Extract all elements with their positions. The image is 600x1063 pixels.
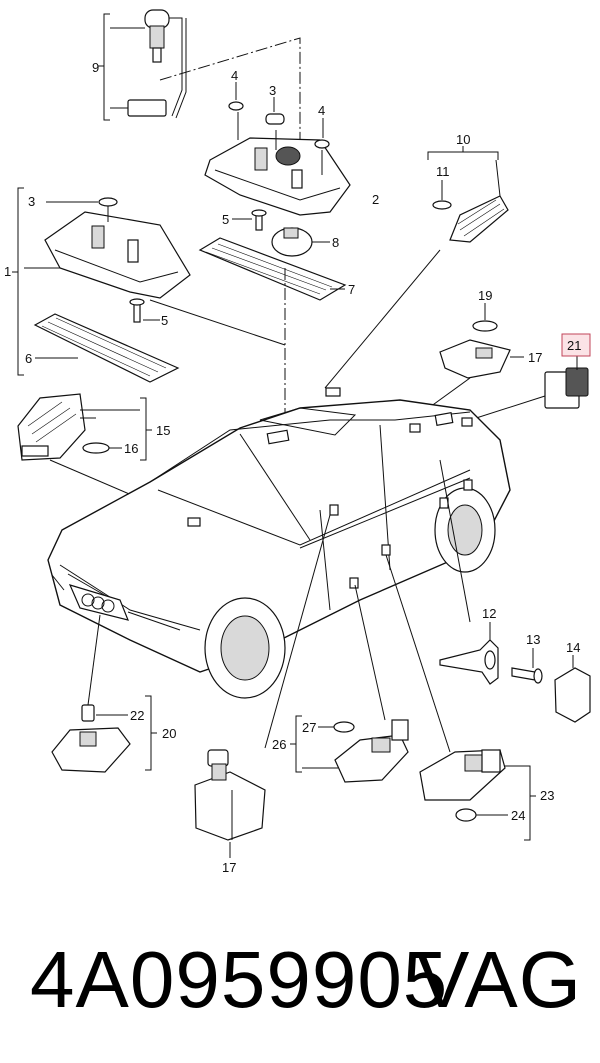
sensor-21 <box>544 367 589 409</box>
reading-light-15 <box>17 393 86 461</box>
switch-17 <box>194 749 266 841</box>
footer: 4A0959905 VAG <box>0 930 600 1050</box>
callout-15: 15 <box>156 423 170 438</box>
callout-9: 9 <box>92 60 99 75</box>
callout-16: 16 <box>124 441 138 456</box>
courtesy-lamp-10 <box>449 195 509 243</box>
callout-4a: 4 <box>231 68 238 83</box>
callout-19: 17 <box>528 350 542 365</box>
glovebox-light-22 <box>51 704 131 773</box>
callout-8: 8 <box>332 235 339 250</box>
cap-14 <box>554 667 591 723</box>
callout-17: 17 <box>222 860 236 875</box>
boot-light-26 <box>334 719 409 783</box>
callout-11: 11 <box>436 164 450 179</box>
parts-diagram: 9 4 3 4 2 3 5 8 1 7 5 6 10 11 19 17 15 1… <box>4 9 591 875</box>
screw-5-upper <box>251 209 267 231</box>
callout-2: 2 <box>372 192 379 207</box>
door-warning-light-24 <box>419 749 506 801</box>
screw-13 <box>511 667 543 684</box>
callout-13: 13 <box>526 632 540 647</box>
bracket-1 <box>12 187 24 376</box>
interior-light-housing-2 <box>204 101 351 216</box>
door-switch-12 <box>439 639 499 685</box>
callout-12: 12 <box>482 606 496 621</box>
callout-21: 21 <box>567 338 581 353</box>
callout-14: 14 <box>566 640 580 655</box>
switch-assembly-9 <box>98 9 301 150</box>
brand-label: VAG <box>415 935 582 1024</box>
callout-27: 27 <box>302 720 316 735</box>
callout-6: 6 <box>25 351 32 366</box>
callout-1: 1 <box>4 264 11 279</box>
callout-25: 24 <box>511 808 525 823</box>
callout-23: 22 <box>130 708 144 723</box>
callout-10: 10 <box>456 132 470 147</box>
callout-26: 26 <box>272 737 286 752</box>
screw-5-lower <box>129 298 145 323</box>
callout-20: 19 <box>478 288 492 303</box>
callout-5a: 5 <box>222 212 229 227</box>
lens-6 <box>33 313 180 383</box>
interior-light-housing-1 <box>44 197 191 299</box>
callout-3b: 3 <box>28 194 35 209</box>
lens-8 <box>271 227 313 257</box>
callout-24: 23 <box>540 788 554 803</box>
callout-5b: 5 <box>161 313 168 328</box>
callout-22: 20 <box>162 726 176 741</box>
highlighted-callout-21: 21 <box>561 333 591 357</box>
lens-7 <box>198 237 347 301</box>
part-number: 4A0959905 <box>30 935 449 1024</box>
callout-7: 7 <box>348 282 355 297</box>
callout-4b: 4 <box>318 103 325 118</box>
door-light-19 <box>439 339 511 379</box>
car-sedan <box>47 387 511 699</box>
callout-3a: 3 <box>269 83 276 98</box>
